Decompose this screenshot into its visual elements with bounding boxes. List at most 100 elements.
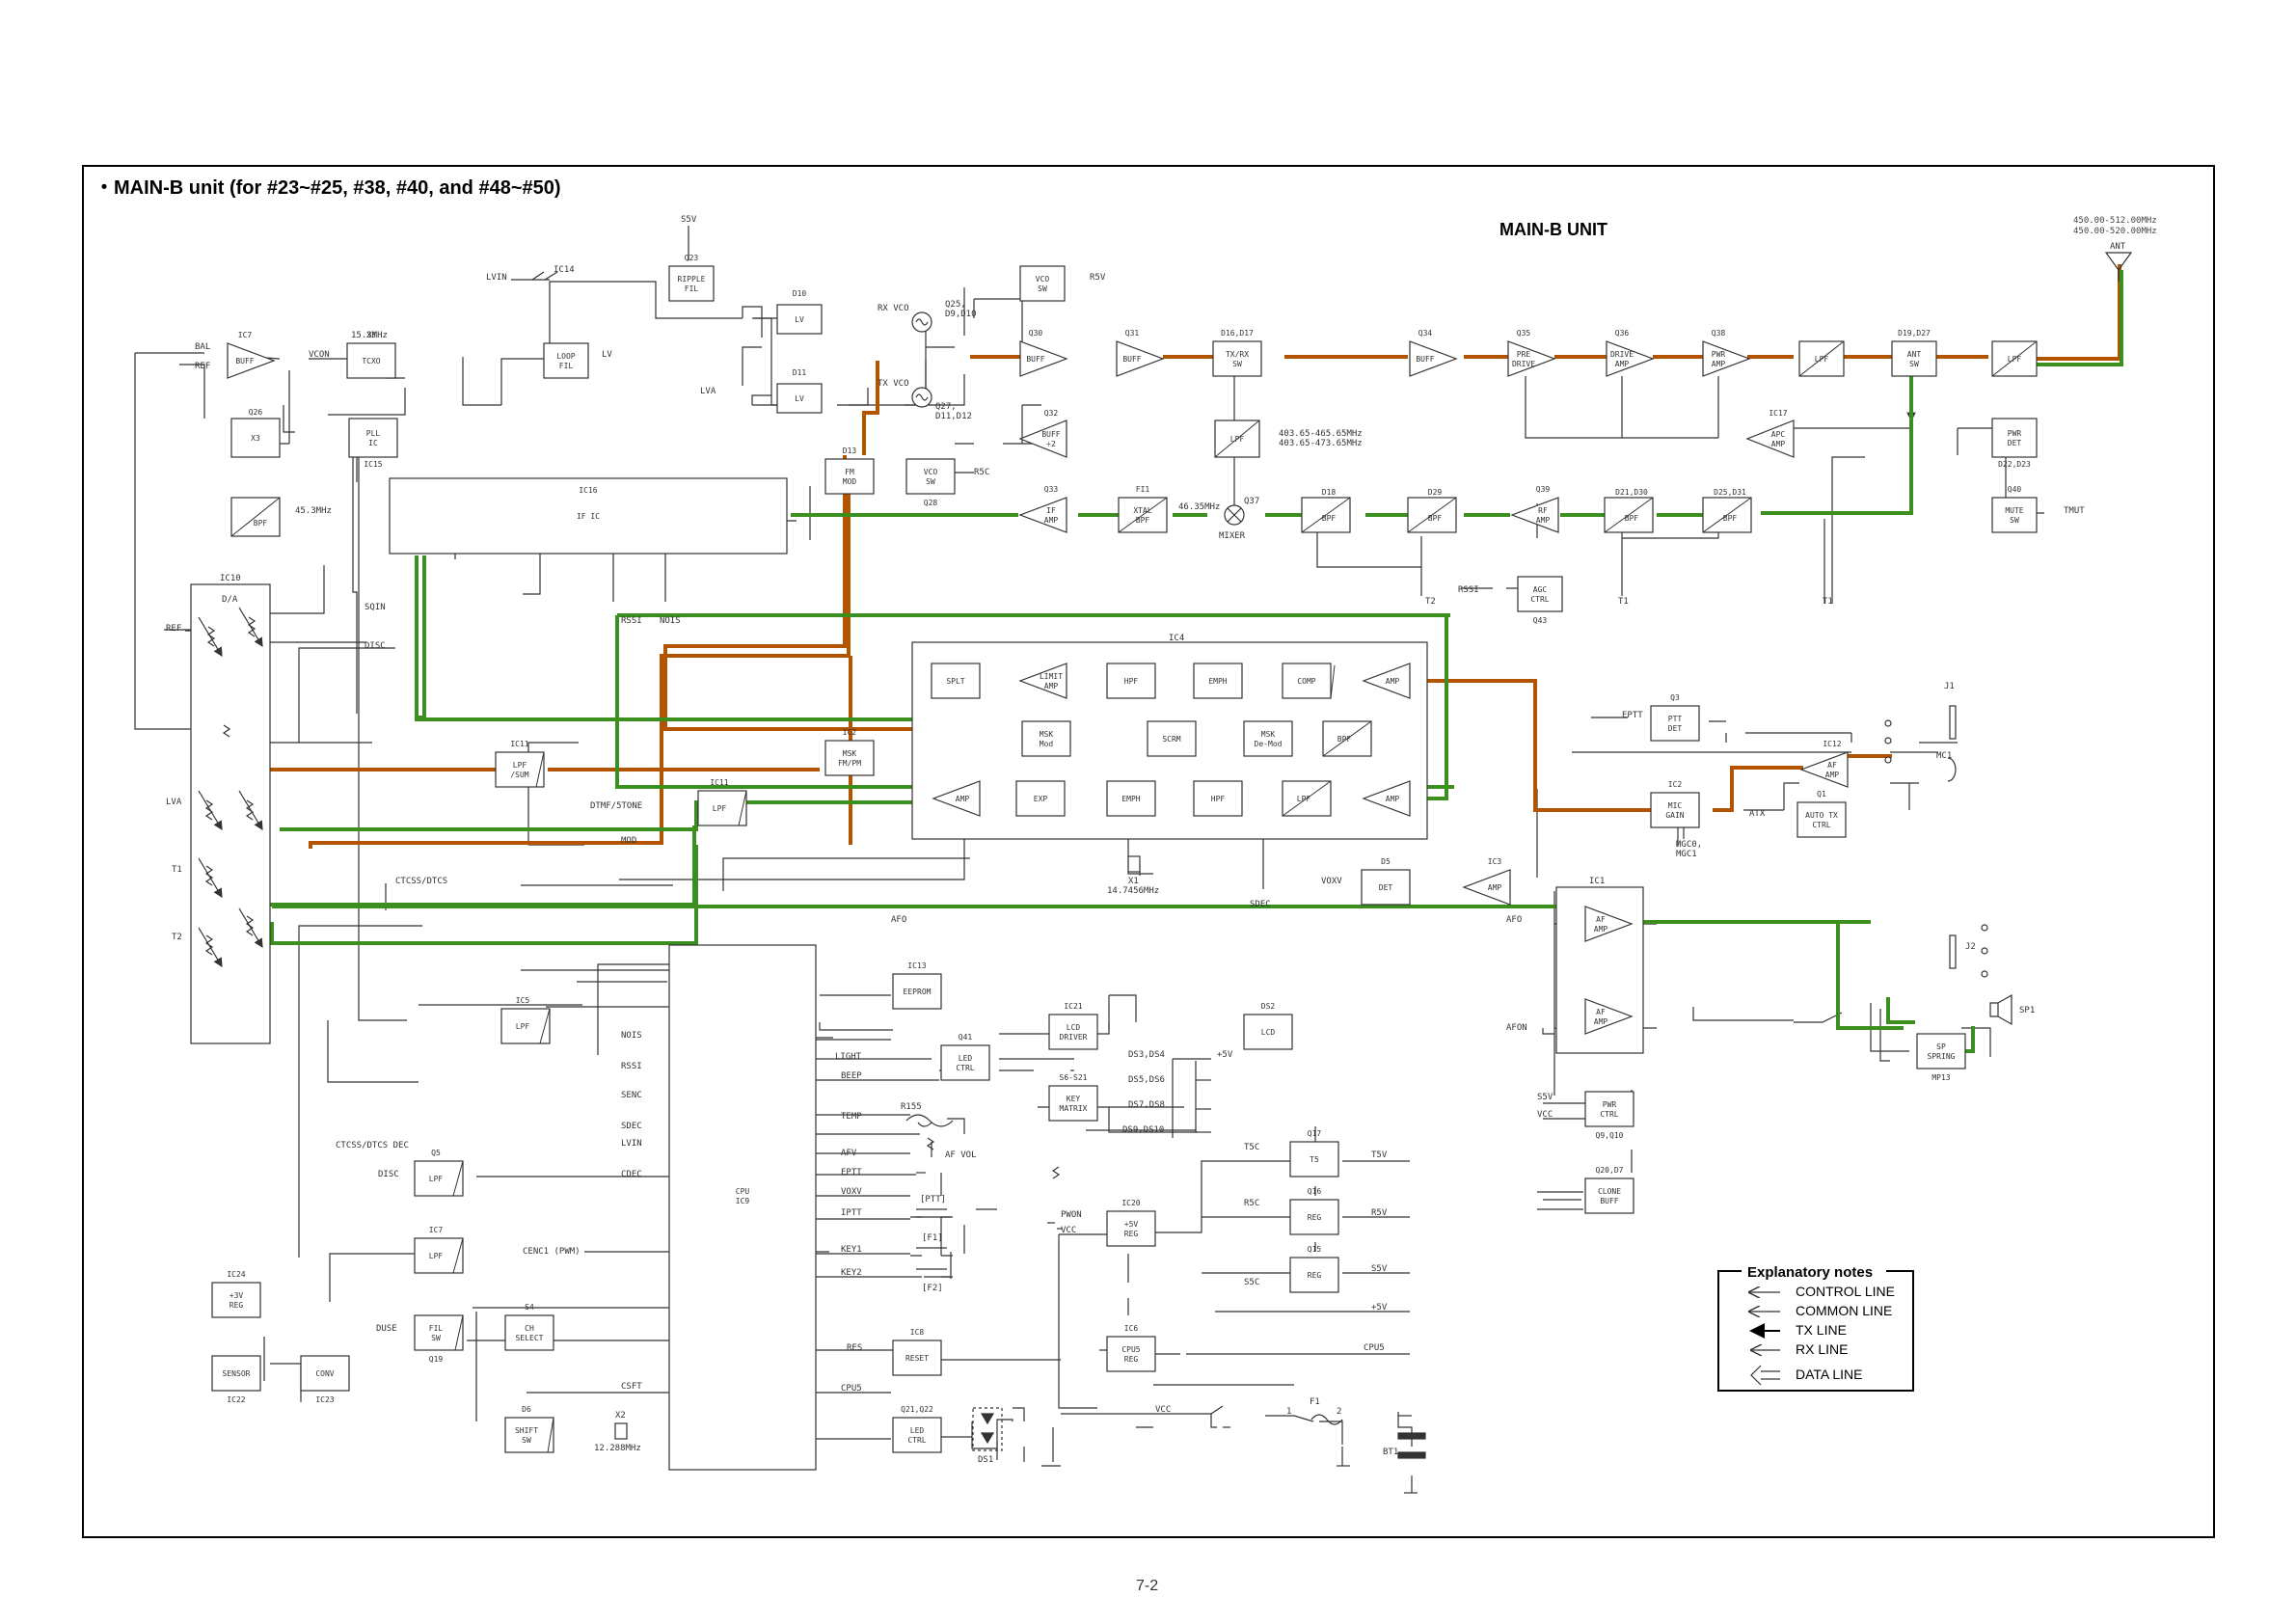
legend-common-line: COMMON LINE [1796, 1303, 1892, 1318]
block-ref-lcddrv: IC21 [1064, 1002, 1082, 1011]
amp-q30 [1019, 340, 1068, 377]
block-text-q36-1: AMP [1615, 360, 1630, 368]
block-ref-ripple: Q23 [685, 254, 699, 262]
label-mix-freq-1: 403.65-465.65MHz [1279, 429, 1363, 439]
block-ref-vcosw2: Q28 [924, 499, 938, 507]
block-ref-cpu5reg: IC6 [1124, 1324, 1139, 1333]
block-clone-buff [1584, 1177, 1634, 1214]
legend-title: Explanatory notes [1747, 1264, 1873, 1281]
antenna-frequency: 450.00-512.00MHz 450.00-520.00MHz [2073, 216, 2157, 237]
block-text-ledctrl1-0: LED [959, 1054, 973, 1063]
block-ref-x3: Q26 [249, 408, 263, 417]
block-loop-fil [543, 342, 589, 379]
label-d11d12: D11,D12 [935, 412, 972, 421]
block-text-lpfic4-0: LPF [1297, 795, 1311, 803]
block-ref-sensor: IC22 [227, 1395, 245, 1404]
section-title: ・MAIN-B unit (for #23~#25, #38, #40, and… [95, 177, 561, 199]
jack-j2-icon [1949, 934, 1957, 969]
block-text-pll-1: IC [368, 439, 378, 447]
label-f2: [F2] [922, 1284, 943, 1293]
block-text-fmmod-1: MOD [843, 477, 857, 486]
block-text-lpfmix-0: LPF [1230, 435, 1245, 444]
label-bt1: BT1 [1383, 1448, 1398, 1457]
block-msk-demod [1243, 720, 1293, 757]
label-j1: J1 [1944, 682, 1955, 691]
block-text-q34-0: BUFF [1416, 355, 1434, 364]
block-text-fmmod-0: FM [845, 468, 854, 476]
block-ref-reset: IC8 [910, 1328, 925, 1337]
label-45mhz: 45.3MHz [295, 506, 332, 516]
block-text-q38-1: AMP [1712, 360, 1726, 368]
label-afo: AFO [891, 915, 906, 925]
label-rx-vco: RX VCO [878, 304, 909, 313]
amp-ic4-bottom [1362, 780, 1411, 817]
block-if-ic [389, 477, 788, 555]
antenna-icon [2104, 252, 2133, 282]
label-vcc-pwr: VCC [1537, 1110, 1553, 1120]
block-ref-xtalbpf: FI1 [1136, 485, 1150, 494]
block-text-lpfsum-1: /SUM [510, 771, 528, 779]
label-mgc0: MGC0, [1676, 840, 1702, 850]
label-eptt-cpu: EPTT [841, 1168, 862, 1177]
label-ds34: DS3,DS4 [1128, 1050, 1165, 1060]
page-number: 7-2 [1136, 1578, 1159, 1594]
block-text-lpfsum-0: LPF [513, 761, 527, 770]
block-text-cpu-1: IC9 [736, 1197, 750, 1205]
amp-q39 [1510, 497, 1559, 533]
label-x3-freq: 15.3MHz [351, 331, 388, 340]
block-text-emph1-0: EMPH [1208, 677, 1227, 686]
block-emph-1 [1193, 663, 1243, 699]
label-af-vol: AF VOL [945, 1150, 977, 1160]
block-pll-ic [348, 418, 398, 458]
block-ref-bpf21: D21,D30 [1615, 488, 1648, 497]
f2-switch-icon [910, 1268, 953, 1278]
block-text-autotx-1: CTRL [1812, 821, 1830, 829]
block-text-shiftsw-0: SHIFT [515, 1426, 538, 1435]
label-cenc1: CENC1 (PWM) [523, 1247, 581, 1257]
block-text-mutesw-0: MUTE [2005, 506, 2023, 515]
block-ref-q39: Q39 [1536, 485, 1551, 494]
block-text-clonebuff-0: CLONE [1598, 1187, 1621, 1196]
block-text-ic17-0: APC [1771, 430, 1786, 439]
block-x2-crystal [614, 1422, 628, 1440]
block-text-q32-0: BUFF [1041, 430, 1060, 439]
label-if-freq: 46.35MHz [1178, 502, 1220, 512]
block-text-reg5v-0: +5V [1124, 1220, 1139, 1229]
block-ref-lv2: D11 [793, 368, 807, 377]
label-s5c: S5C [1244, 1278, 1259, 1287]
block-text-q35-0: PRE [1517, 350, 1531, 359]
block-text-scrm-0: SCRM [1162, 735, 1180, 744]
label-r5c: R5C [974, 468, 989, 477]
label-t5c: T5C [1244, 1143, 1259, 1152]
label-rssi: RSSI [621, 616, 642, 626]
block-ref-ledctrl1: Q41 [959, 1033, 973, 1042]
label-ic10: IC10 [220, 574, 241, 583]
block-x1-crystal [1127, 855, 1141, 873]
block-text-bpf45-0: BPF [254, 519, 268, 528]
block-text-chsel-0: CH [525, 1324, 534, 1333]
block-text-mskdemod-0: MSK [1261, 730, 1276, 739]
block-ref-antsw: D19,D27 [1898, 329, 1931, 338]
block-text-ampbot-0: AMP [1386, 795, 1400, 803]
label-light: LIGHT [835, 1052, 862, 1062]
unit-title: MAIN-B UNIT [1499, 220, 1607, 239]
block-ref-ific: IC16 [579, 486, 597, 495]
block-text-keymatrix-0: KEY [1067, 1095, 1081, 1103]
speaker-icon [1989, 993, 2012, 1026]
block-text-lcddrv-1: DRIVER [1060, 1033, 1088, 1042]
block-text-ledctrl2-1: CTRL [907, 1436, 926, 1445]
block-text-limit-0: LIMIT [1040, 672, 1063, 681]
label-x2: X2 [615, 1411, 626, 1421]
block-ref-bpf25: D25,D31 [1714, 488, 1746, 497]
label-p5v: +5V [1371, 1303, 1388, 1313]
block-ref-conv: IC23 [315, 1395, 334, 1404]
label-atx: ATX [1749, 809, 1766, 819]
label-vcc-reg: VCC [1061, 1226, 1076, 1235]
label-mc1: MC1 [1936, 751, 1952, 761]
block-fm-mod [824, 458, 875, 495]
amp-limit [1018, 663, 1067, 699]
block-text-q32-1: ÷2 [1046, 440, 1056, 448]
label-mix-freq-2: 403.65-473.65MHz [1279, 439, 1363, 448]
label-key1: KEY1 [841, 1245, 862, 1255]
block-ref-tcxo: X3 [366, 331, 376, 339]
